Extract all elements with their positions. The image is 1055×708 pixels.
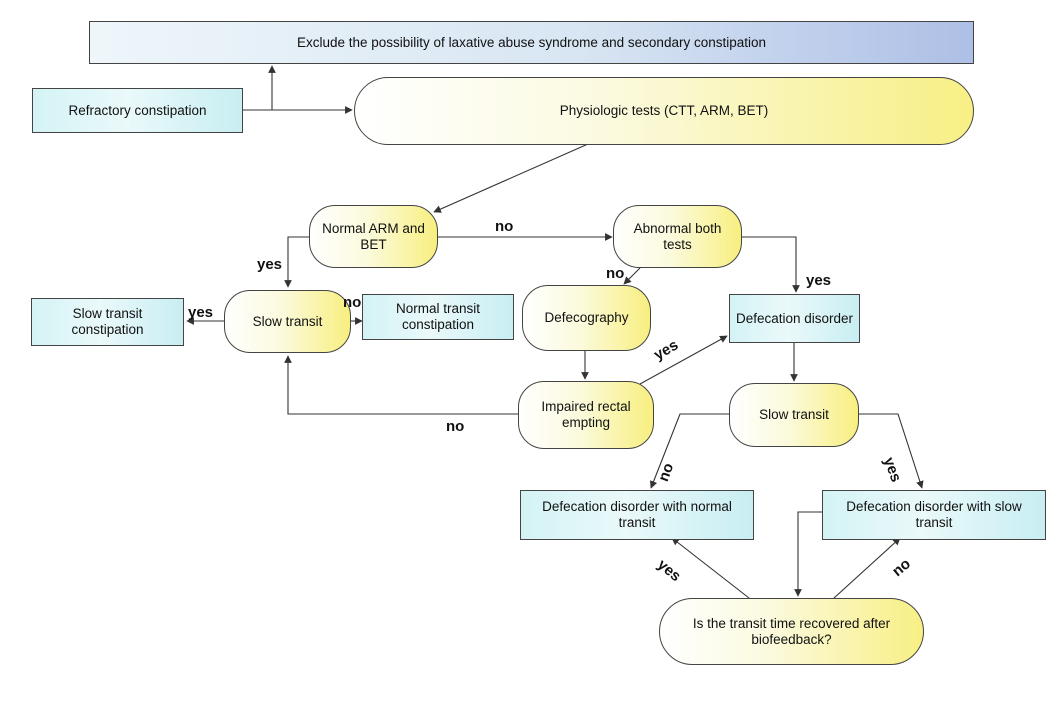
edge-dd-slow-to-recovered [794, 511, 822, 597]
edge-impaired-to-defecation-disorder [639, 335, 728, 385]
edge-recovered-to-dd-slow [833, 537, 901, 599]
edge-physiologic-to-normal [433, 143, 589, 213]
edge-recovered-to-dd-normal [671, 537, 750, 599]
normal-transit-constipation-box: Normal transit constipation [362, 294, 514, 340]
label-normal-no: no [495, 218, 514, 235]
edge-abnormal-to-defecation-disorder [742, 236, 800, 293]
label-abnormal-yes: yes [806, 272, 832, 289]
edge-slow2-to-dd-slow [859, 413, 924, 489]
slow-transit-constipation-box: Slow transit constipation [31, 298, 184, 346]
transit-recovered-node: Is the transit time recovered after biof… [659, 598, 924, 665]
edge-abnormal-to-defecography [623, 267, 641, 285]
edge-impaired-to-slow-transit [284, 355, 518, 415]
label-abnormal-no: no [606, 265, 625, 282]
dd-normal-transit-box: Defecation disorder with normal transit [520, 490, 754, 540]
dd-slow-transit-box: Defecation disorder with slow transit [822, 490, 1046, 540]
edge-slow2-to-dd-normal [649, 413, 729, 489]
slow-transit-node-1: Slow transit [224, 290, 351, 353]
abnormal-both-tests-node: Abnormal both tests [613, 205, 742, 268]
physiologic-tests-node: Physiologic tests (CTT, ARM, BET) [354, 77, 974, 145]
exclude-box: Exclude the possibility of laxative abus… [89, 21, 974, 64]
edge-normal-to-slow-transit [284, 236, 310, 288]
label-normal-yes: yes [257, 256, 283, 273]
label-slow-yes: yes [188, 304, 214, 321]
label-impaired-no: no [446, 418, 465, 435]
refractory-constipation-box: Refractory constipation [32, 88, 243, 133]
slow-transit-node-2: Slow transit [729, 383, 859, 447]
normal-arm-bet-node: Normal ARM and BET [309, 205, 438, 268]
defecography-node: Defecography [522, 285, 651, 351]
impaired-rectal-emptying-node: Impaired rectal empting [518, 381, 654, 449]
defecation-disorder-box: Defecation disorder [729, 294, 860, 343]
label-slow-no: no [343, 294, 362, 311]
